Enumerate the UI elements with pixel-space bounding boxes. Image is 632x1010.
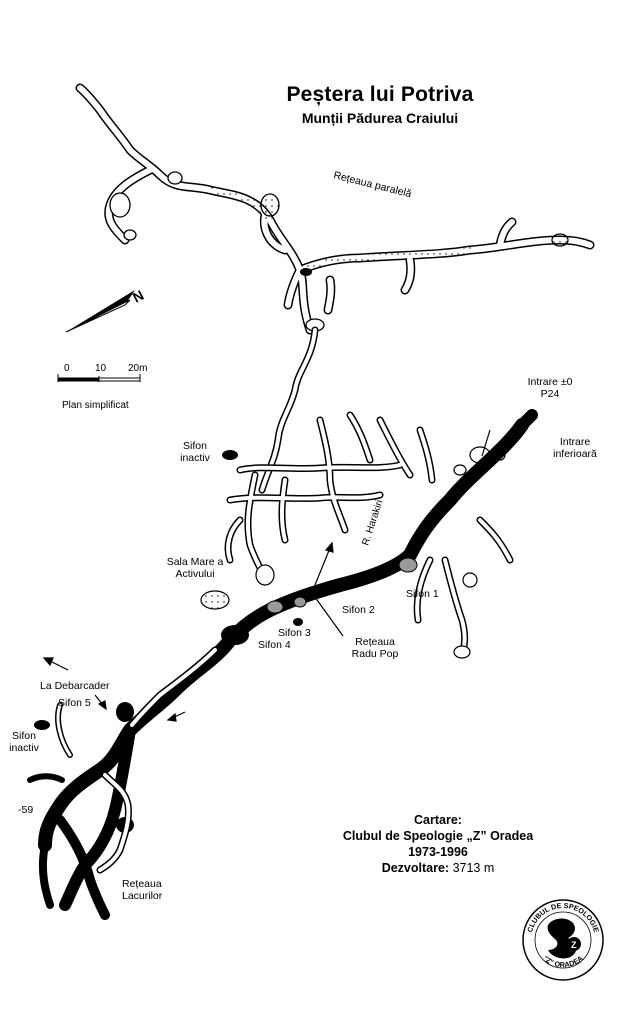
label-sifon-1: Sifon 1 <box>406 588 439 600</box>
upper-chambers <box>109 171 569 332</box>
credits-heading: Cartare: <box>414 813 462 827</box>
logo-text-bottom: "Z" ORADEA <box>541 954 584 969</box>
map-subtitle: Munții Pădurea Craiului <box>301 110 459 126</box>
label-sifon-3: Sifon 3 <box>278 627 311 639</box>
label-retea-paralela: Rețeaua paralelă <box>332 169 413 200</box>
svg-text:Z: Z <box>571 940 577 950</box>
map-title: Peștera lui Potriva <box>286 83 474 106</box>
credits-club: Clubul de Speologie „Z” Oradea <box>342 829 534 843</box>
credits-years: 1973-1996 <box>408 845 468 859</box>
label-r-harakiri: R. Harakiri <box>360 499 385 547</box>
scale-tick-0: 0 <box>64 363 70 374</box>
label-sifon-2: Sifon 2 <box>342 604 375 616</box>
north-label: N <box>130 287 146 306</box>
label-sifon-4: Sifon 4 <box>258 639 291 651</box>
upper-sump <box>300 268 312 276</box>
connecting-passage <box>258 326 319 494</box>
scale-caption: Plan simplificat <box>62 400 129 411</box>
scale-tick-10: 10 <box>95 363 107 374</box>
credits-development: Dezvoltare: 3713 m <box>381 861 495 875</box>
club-logo: Z CLUBUL DE SPEOLOGIE "Z" ORADEA <box>522 899 604 981</box>
upper-network-passages <box>75 83 595 335</box>
scale-bar <box>57 374 141 382</box>
scale-tick-20: 20m <box>128 363 148 374</box>
label-sifon-5: Sifon 5 <box>58 697 91 709</box>
lower-side-passages <box>55 646 219 874</box>
credits-block: Cartare: Clubul de Speologie „Z” Oradea … <box>318 812 558 876</box>
flow-arrows <box>42 429 491 722</box>
label-la-debarcader: La Debarcader <box>40 680 110 692</box>
sump-zones <box>266 557 418 614</box>
north-arrow <box>65 290 135 333</box>
label-depth: -59 <box>18 804 34 816</box>
inactive-sump-top <box>222 450 238 460</box>
